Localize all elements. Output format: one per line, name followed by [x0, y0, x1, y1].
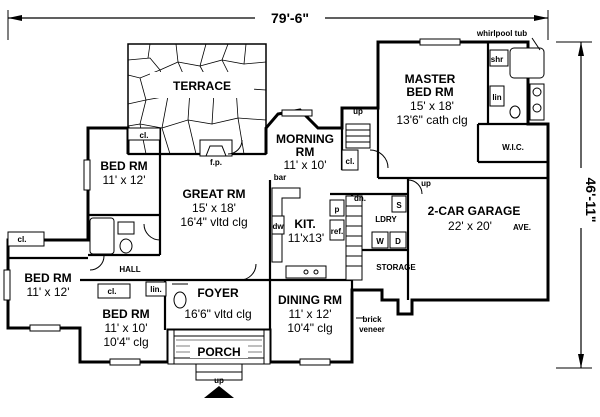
- svg-text:BED RM: BED RM: [102, 307, 149, 321]
- svg-text:FOYER: FOYER: [197, 286, 239, 300]
- entry-steps: up: [195, 363, 243, 398]
- svg-text:lin: lin: [492, 93, 501, 102]
- svg-text:22' x 20': 22' x 20': [448, 219, 492, 233]
- porch-railing: [167, 329, 271, 365]
- svg-text:bar: bar: [274, 173, 286, 182]
- svg-text:2-CAR GARAGE: 2-CAR GARAGE: [428, 204, 521, 218]
- svg-text:S: S: [396, 201, 402, 210]
- svg-text:shr: shr: [491, 55, 503, 64]
- svg-text:11' x 12': 11' x 12': [288, 307, 331, 321]
- room-master: MASTER BED RM 15' x 18' 13'6" cath clg: [396, 72, 467, 127]
- svg-text:MORNING: MORNING: [276, 132, 334, 146]
- svg-text:dw: dw: [272, 222, 284, 231]
- closets: cl. cl. cl. lin. cl.: [7, 127, 359, 299]
- room-garage: 2-CAR GARAGE 22' x 20' AVE. up: [421, 179, 531, 233]
- svg-text:16'4" vltd clg: 16'4" vltd clg: [180, 215, 247, 229]
- svg-text:ref.: ref.: [331, 227, 343, 236]
- svg-text:RM: RM: [296, 145, 315, 159]
- svg-text:STORAGE: STORAGE: [376, 263, 416, 272]
- svg-text:MASTER: MASTER: [405, 72, 456, 86]
- svg-text:brick: brick: [362, 315, 382, 324]
- svg-text:13'6" cath clg: 13'6" cath clg: [396, 113, 467, 127]
- svg-text:PORCH: PORCH: [197, 345, 240, 359]
- svg-text:LDRY: LDRY: [375, 215, 397, 224]
- doors: [89, 139, 423, 281]
- room-dining: DINING RM 11' x 12' 10'4" clg: [278, 293, 342, 335]
- svg-text:11' x 10': 11' x 10': [104, 321, 147, 335]
- svg-text:AVE.: AVE.: [513, 223, 531, 232]
- svg-text:BED RM: BED RM: [406, 85, 453, 99]
- svg-text:11' x 12': 11' x 12': [102, 173, 145, 187]
- svg-text:p: p: [335, 205, 340, 214]
- svg-text:KIT.: KIT.: [294, 217, 315, 231]
- svg-text:up: up: [421, 179, 431, 188]
- svg-text:11'x13': 11'x13': [288, 231, 324, 245]
- width-dimension: 79'-6": [7, 8, 549, 40]
- svg-text:cl.: cl.: [108, 287, 117, 296]
- svg-text:HALL: HALL: [119, 265, 140, 274]
- foyer-fixtures: [172, 283, 188, 309]
- svg-text:W.I.C.: W.I.C.: [502, 143, 524, 152]
- whirlpool-label: whirlpool tub: [476, 29, 527, 38]
- stairs: [345, 195, 363, 281]
- svg-text:cl.: cl.: [140, 131, 149, 140]
- laundry: S W D: [371, 195, 407, 249]
- svg-text:cl.: cl.: [346, 157, 355, 166]
- svg-text:11' x 10': 11' x 10': [283, 158, 326, 172]
- svg-text:16'6" vltd clg: 16'6" vltd clg: [184, 307, 251, 321]
- terrace-label: TERRACE: [173, 79, 231, 93]
- svg-text:cl.: cl.: [18, 235, 27, 244]
- room-porch: PORCH: [190, 344, 248, 359]
- master-bath: shr lin whirlpool tub W.I.C.: [476, 29, 545, 152]
- svg-text:10'4" clg: 10'4" clg: [103, 335, 148, 349]
- room-great: GREAT RM 15' x 18' 16'4" vltd clg: [180, 187, 247, 229]
- svg-text:dn.: dn.: [354, 194, 366, 203]
- svg-text:GREAT RM: GREAT RM: [182, 187, 245, 201]
- windows: [3, 38, 461, 366]
- svg-text:lin.: lin.: [150, 285, 162, 294]
- stairs-top: [345, 123, 371, 149]
- svg-text:f.p.: f.p.: [210, 158, 222, 167]
- svg-text:BED RM: BED RM: [24, 271, 71, 285]
- svg-text:D: D: [395, 237, 401, 246]
- svg-text:10'4" clg: 10'4" clg: [287, 321, 332, 335]
- svg-text:DINING RM: DINING RM: [278, 293, 342, 307]
- room-morning: MORNING RM 11' x 10': [276, 132, 334, 172]
- kitchen-counters: dw ref. p: [271, 187, 345, 279]
- room-bed-left: BED RM 11' x 12': [24, 271, 71, 299]
- fireplace: f.p.: [199, 139, 233, 167]
- svg-text:up: up: [353, 107, 363, 116]
- depth-dimension-label: 46'-11": [583, 177, 599, 222]
- svg-text:11' x 12': 11' x 12': [26, 285, 69, 299]
- room-kitchen: KIT. 11'x13' bar: [274, 173, 324, 245]
- room-foyer: FOYER 16'6" vltd clg: [184, 286, 251, 321]
- svg-text:W: W: [376, 237, 384, 246]
- width-dimension-label: 79'-6": [271, 10, 309, 26]
- room-bed-bottom: BED RM 11' x 10' 10'4" clg: [102, 307, 149, 349]
- hall-bath: [89, 217, 135, 255]
- room-bed-top: BED RM 11' x 12': [100, 159, 147, 187]
- svg-text:15' x 18': 15' x 18': [410, 99, 454, 113]
- svg-text:15' x 18': 15' x 18': [192, 201, 236, 215]
- svg-text:veneer: veneer: [359, 325, 385, 334]
- misc-labels: up dn. LDRY HALL STORAGE brick veneer: [119, 107, 416, 334]
- depth-dimension: 46'-11": [556, 41, 599, 369]
- svg-text:BED RM: BED RM: [100, 159, 147, 173]
- svg-text:up: up: [214, 376, 224, 385]
